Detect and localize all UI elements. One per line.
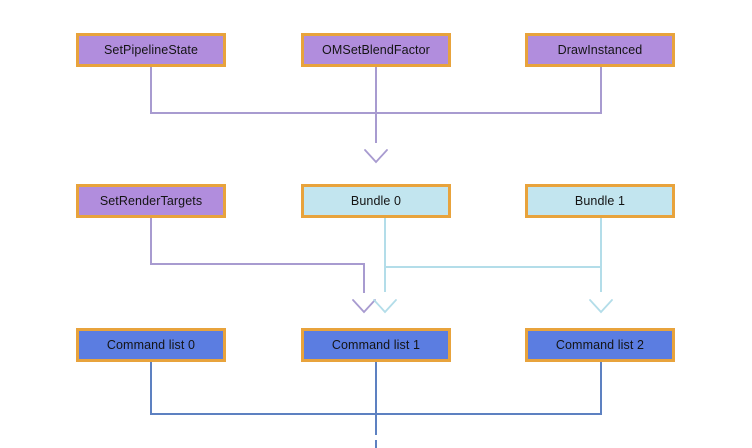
node-label: Command list 0 [106,338,196,352]
node-label: Bundle 1 [574,194,626,208]
connector-commandlist2-down [600,362,602,414]
connector-bundle1-down [600,218,602,292]
arrowhead-cyan-into-commandlist1 [373,299,397,314]
node-label: SetRenderTargets [99,194,203,208]
connector-bundle0-down [384,218,386,292]
node-draw-instanced: DrawInstanced [525,33,675,67]
node-command-list-1: Command list 1 [301,328,451,362]
arrowhead-purple-into-commandlist1 [352,299,376,314]
node-label: Bundle 0 [350,194,402,208]
connector-setpipelinestate-down [150,67,152,113]
node-set-render-targets: SetRenderTargets [76,184,226,218]
arrowhead-down-into-bundle0 [364,149,388,164]
connector-commandlist1-down [375,362,377,435]
node-bundle-0: Bundle 0 [301,184,451,218]
node-label: Command list 1 [331,338,421,352]
node-label: OMSetBlendFactor [322,43,430,57]
arrowhead-cyan-into-commandlist2 [589,299,613,314]
node-om-set-blend-factor: OMSetBlendFactor [301,33,451,67]
connector-commandlist0-down [150,362,152,414]
connector-setrendertargets-to-commandlist1 [363,263,365,293]
connector-drawinstanced-down [600,67,602,113]
connector-omsetblendfactor-to-bundle0 [375,67,377,143]
node-set-pipeline-state: SetPipelineState [76,33,226,67]
node-command-list-2: Command list 2 [525,328,675,362]
connector-setrendertargets-horizontal [150,263,365,265]
connector-exit-bottom-fragment [375,440,377,448]
connector-setrendertargets-down [150,218,152,264]
node-label: Command list 2 [555,338,645,352]
node-label: SetPipelineState [103,43,199,57]
connector-bundle0-bundle1-horizontal [384,266,602,268]
node-bundle-1: Bundle 1 [525,184,675,218]
node-label: DrawInstanced [557,43,643,57]
node-command-list-0: Command list 0 [76,328,226,362]
